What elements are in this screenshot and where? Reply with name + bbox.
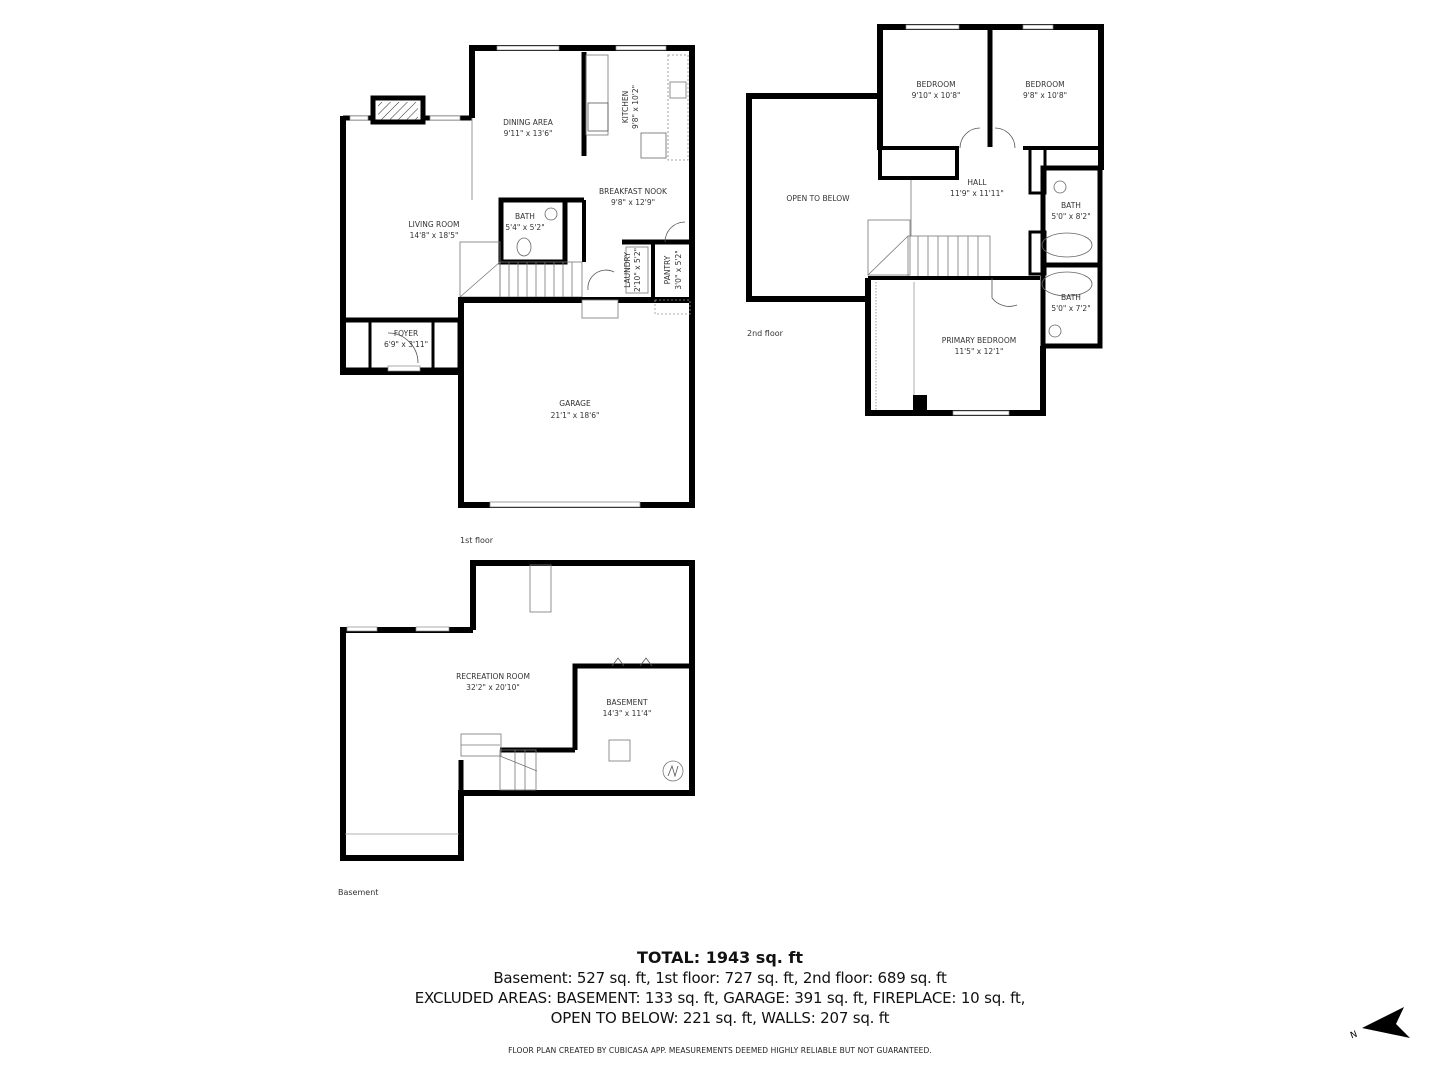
room-label: BEDROOM [1025,80,1064,89]
excluded-areas-cont: OPEN TO BELOW: 221 sq. ft, WALLS: 207 sq… [550,1009,890,1027]
room-label: BATH [1061,293,1081,302]
room-label: PANTRY [663,255,672,284]
first-floor-plan [340,45,695,508]
floor-label-2nd: 2nd floor [747,329,783,338]
floor-label-basement: Basement [338,888,379,897]
second-floor-plan [746,24,1104,416]
room-dims: 11'5" x 12'1" [955,347,1004,356]
room-label: RECREATION ROOM [456,672,530,681]
room-label: OPEN TO BELOW [786,194,850,203]
room-dims: 9'11" x 13'6" [504,129,553,138]
room-label: LAUNDRY [623,252,632,288]
room-dims: 9'8" x 12'9" [611,198,655,207]
room-dims: 9'8" x 10'8" [1023,91,1067,100]
room-dims: 32'2" x 20'10" [466,683,520,692]
room-dims: 2'10" x 5'2" [633,248,642,292]
room-label: PRIMARY BEDROOM [942,336,1016,345]
room-label: BASEMENT [606,698,648,707]
room-label: GARAGE [559,399,591,408]
room-dims: 9'8" x 10'2" [631,85,640,129]
floor-label-1st: 1st floor [460,536,494,545]
room-label: LIVING ROOM [408,220,459,229]
excluded-areas: EXCLUDED AREAS: BASEMENT: 133 sq. ft, GA… [414,989,1026,1007]
room-label: FOYER [394,329,418,338]
room-dims: 5'4" x 5'2" [505,223,544,232]
room-dims: 3'0" x 5'2" [674,250,683,289]
north-arrow-icon: N [1349,1007,1410,1042]
basement-plan [340,560,695,861]
room-dims: 14'3" x 11'4" [603,709,652,718]
room-label: KITCHEN [621,91,630,124]
room-label: BATH [1061,201,1081,210]
disclaimer: FLOOR PLAN CREATED BY CUBICASA APP. MEAS… [508,1046,932,1055]
north-label: N [1349,1030,1359,1042]
total-area: TOTAL: 1943 sq. ft [636,948,804,967]
area-summary: TOTAL: 1943 sq. ft Basement: 527 sq. ft,… [0,948,1440,1028]
room-label: BEDROOM [916,80,955,89]
floor-areas: Basement: 527 sq. ft, 1st floor: 727 sq.… [493,969,947,987]
room-dims: 9'10" x 10'8" [912,91,961,100]
room-label: DINING AREA [503,118,554,127]
room-dims: 14'8" x 18'5" [410,231,459,240]
room-dims: 21'1" x 18'6" [551,411,600,420]
room-label: HALL [967,178,987,187]
room-dims: 5'0" x 7'2" [1051,304,1090,313]
room-dims: 11'9" x 11'11" [950,189,1004,198]
room-dims: 5'0" x 8'2" [1051,212,1090,221]
room-label: BATH [515,212,535,221]
room-dims: 6'9" x 3'11" [384,340,428,349]
fireplace [370,95,426,125]
room-label: BREAKFAST NOOK [599,187,668,196]
